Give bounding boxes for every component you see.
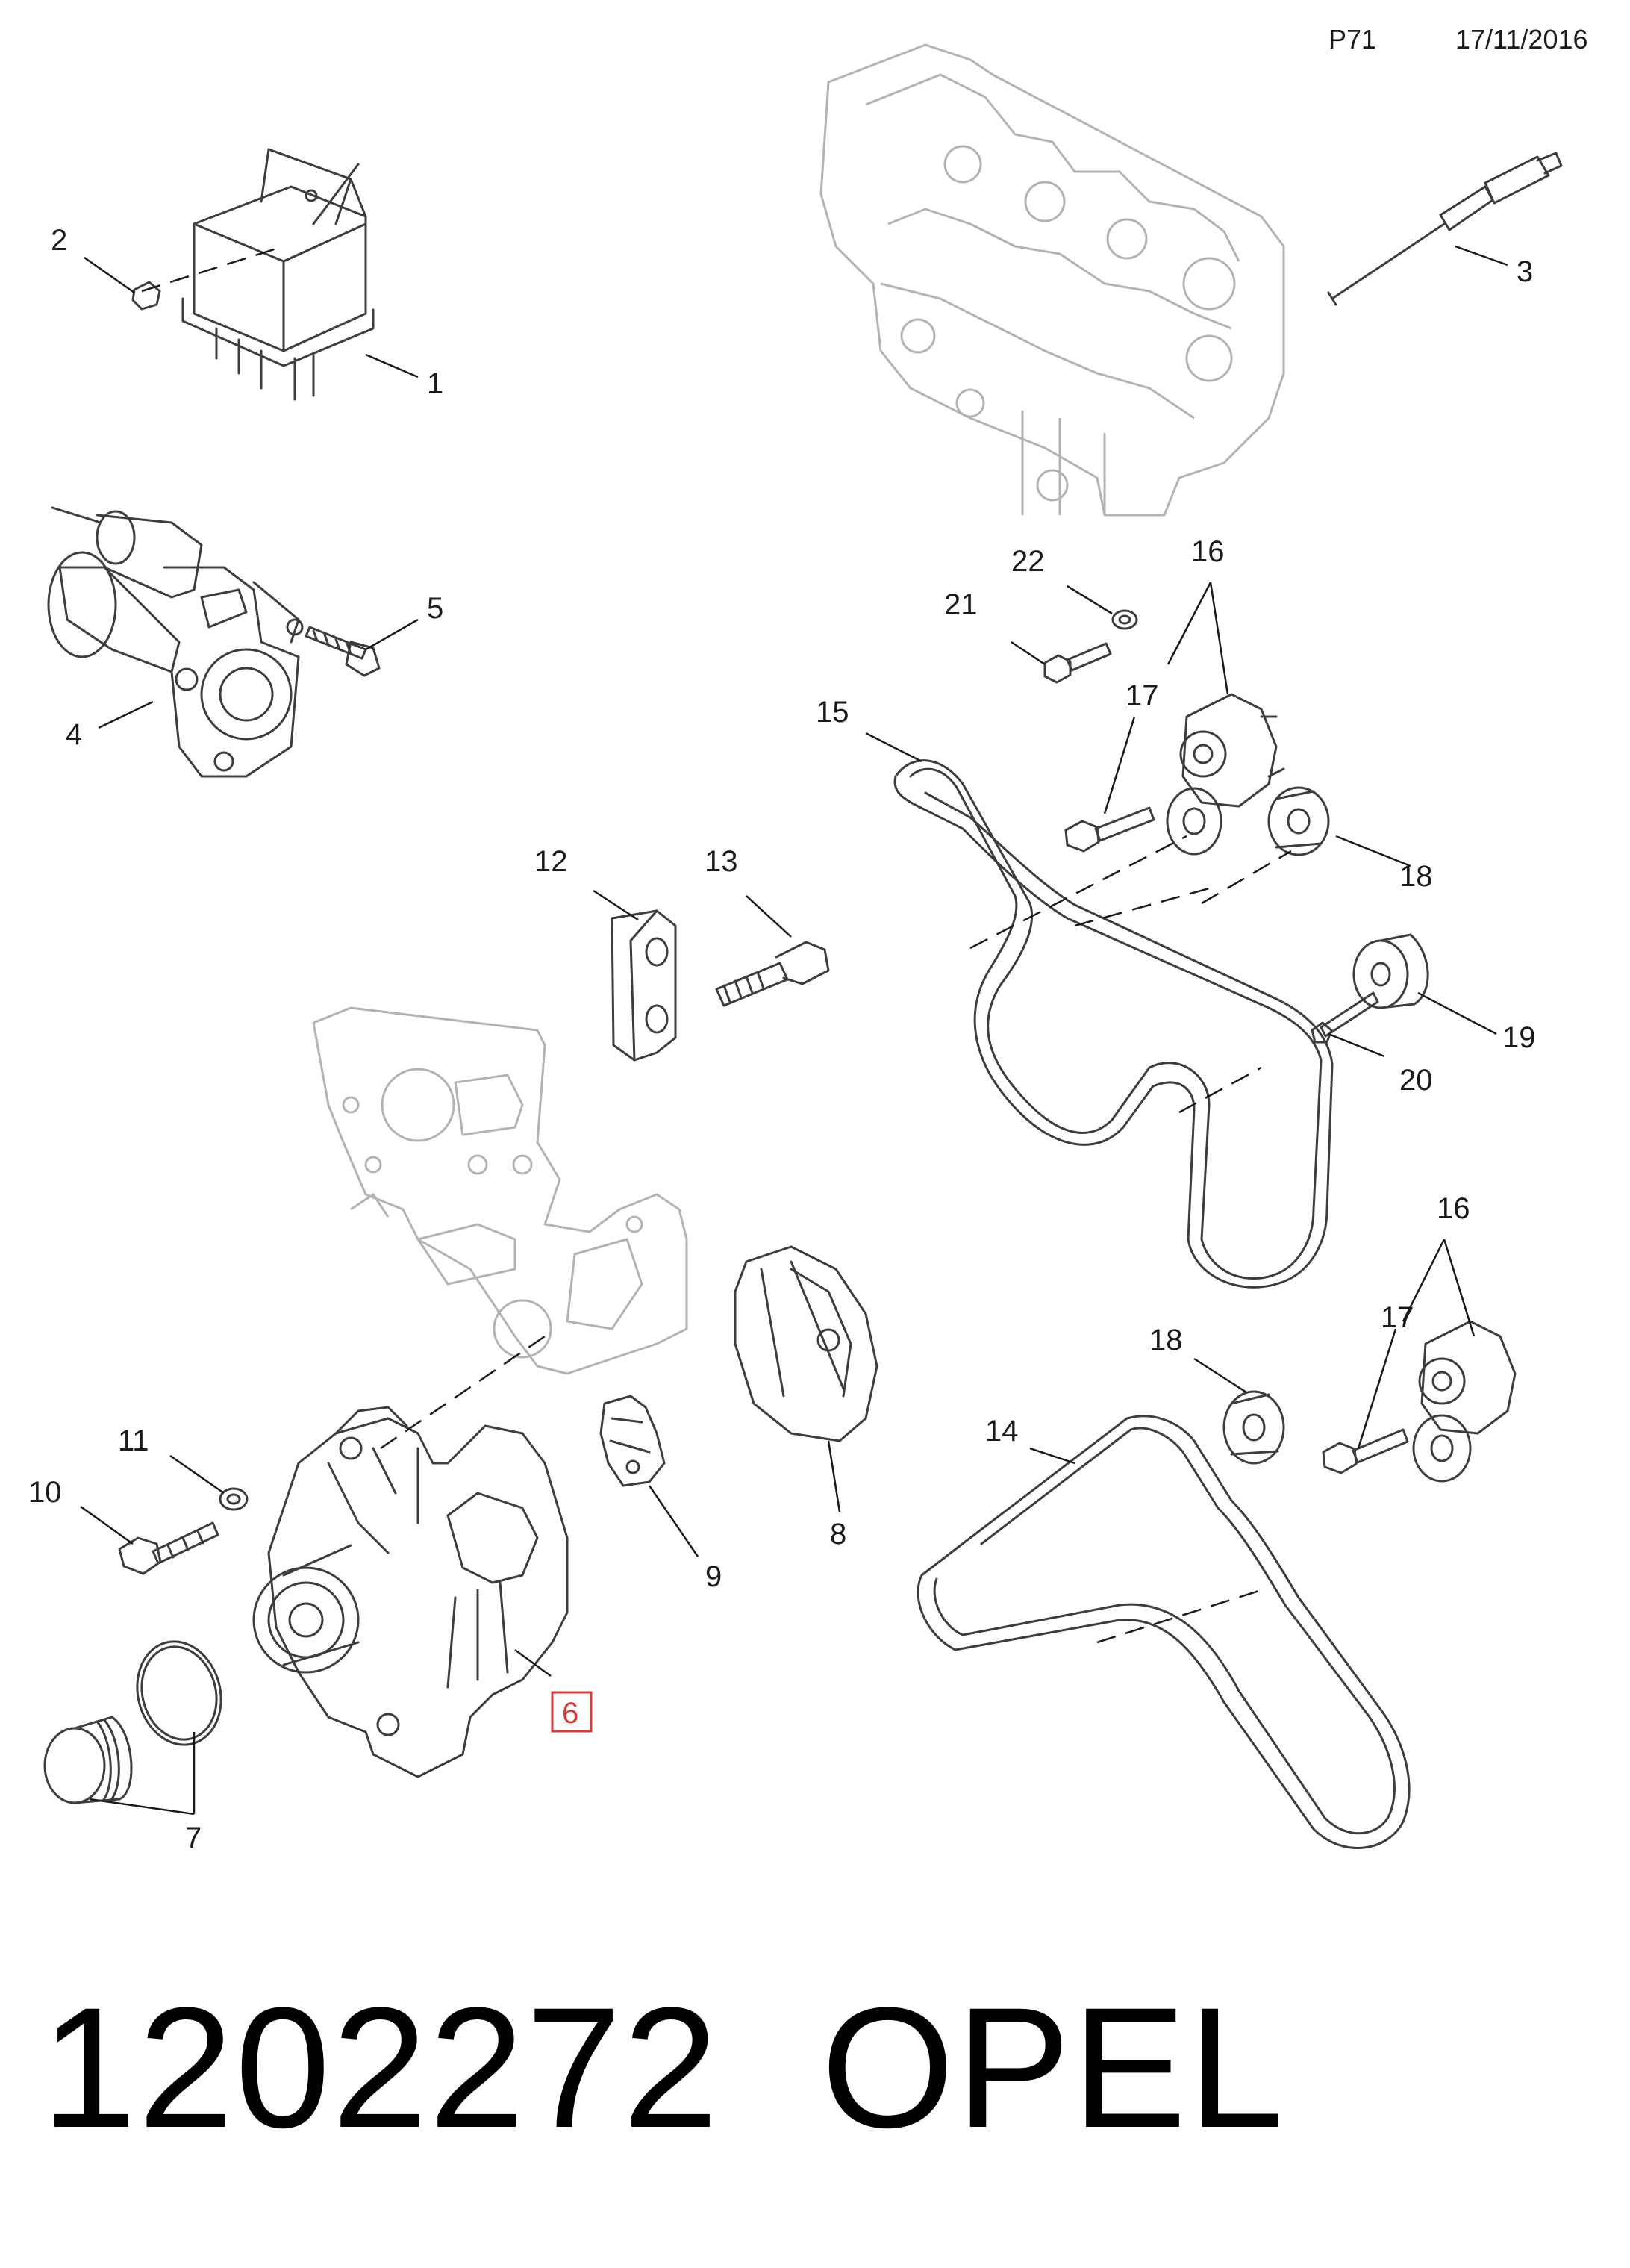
callout-8: 8 bbox=[830, 1518, 846, 1551]
assembly-center-lines bbox=[141, 245, 1292, 1644]
callout-22: 22 bbox=[1011, 545, 1045, 578]
callout-17-lower: 17 bbox=[1381, 1301, 1414, 1334]
callout-17-upper: 17 bbox=[1125, 679, 1159, 712]
callout-7: 7 bbox=[185, 1822, 202, 1854]
diagram-date: 17/11/2016 bbox=[1455, 24, 1588, 54]
starter-motor-illustration bbox=[47, 506, 304, 778]
callout-20: 20 bbox=[1399, 1064, 1433, 1097]
callout-1: 1 bbox=[427, 367, 443, 400]
brand-name: OPEL bbox=[821, 1972, 1285, 2163]
callout-19: 19 bbox=[1502, 1021, 1536, 1054]
alternator-bracket-illustration bbox=[312, 1006, 688, 1375]
ribbed-belt-lower-illustration bbox=[917, 1415, 1411, 1849]
washer-illustration bbox=[219, 1487, 249, 1511]
callout-11: 11 bbox=[118, 1424, 149, 1457]
callout-2: 2 bbox=[51, 224, 67, 257]
tensioner-bolt-lower-illustration bbox=[1322, 1428, 1409, 1474]
glow-plug-illustration bbox=[1327, 152, 1563, 306]
callout-12: 12 bbox=[534, 845, 568, 878]
tensioner-bolt-upper-illustration bbox=[1064, 806, 1155, 853]
callout-labels: 1 2 3 4 5 6 7 8 9 10 11 12 13 14 15 16 1… bbox=[28, 224, 1536, 1854]
callout-18-upper: 18 bbox=[1399, 860, 1433, 893]
callout-13: 13 bbox=[705, 845, 738, 878]
relay-illustration bbox=[131, 148, 375, 401]
callout-leader-lines bbox=[80, 245, 1508, 1816]
washer-22-illustration bbox=[1111, 609, 1138, 630]
ribbed-belt-upper-illustration bbox=[893, 759, 1334, 1289]
idler-pulley-upper-illustration bbox=[1267, 786, 1330, 856]
seal-ring-illustration bbox=[136, 1640, 222, 1746]
belt-tensioner-lower-illustration bbox=[1412, 1320, 1517, 1483]
callout-18-lower: 18 bbox=[1149, 1324, 1183, 1356]
bolt-21-illustration bbox=[1043, 642, 1112, 684]
callout-3: 3 bbox=[1517, 255, 1533, 288]
diagram-code: P71 bbox=[1328, 24, 1377, 54]
callout-16-lower: 16 bbox=[1437, 1192, 1470, 1225]
rear-cover-illustration bbox=[734, 1245, 878, 1442]
callout-6: 6 bbox=[562, 1697, 578, 1730]
bolt-illustration bbox=[305, 626, 381, 677]
callout-10: 10 bbox=[28, 1476, 62, 1509]
callout-21: 21 bbox=[944, 588, 978, 621]
callout-15: 15 bbox=[816, 696, 849, 729]
bracket-bolt-illustration bbox=[715, 941, 830, 1007]
spacer-plate-illustration bbox=[611, 909, 677, 1062]
idler-pulley-19-illustration bbox=[1352, 933, 1429, 1009]
callout-5: 5 bbox=[427, 592, 443, 625]
callout-9: 9 bbox=[705, 1560, 722, 1593]
callout-14: 14 bbox=[985, 1415, 1019, 1448]
pulley-illustration bbox=[43, 1716, 133, 1804]
idler-pulley-lower-illustration bbox=[1222, 1390, 1285, 1465]
idler-bolt-20-illustration bbox=[1311, 991, 1379, 1044]
alternator-illustration bbox=[252, 1406, 569, 1778]
voltage-regulator-illustration bbox=[599, 1395, 666, 1487]
highlight-box bbox=[551, 1691, 593, 1733]
part-number: 1202272 bbox=[41, 1972, 720, 2163]
alternator-bolt-illustration bbox=[118, 1521, 219, 1575]
cylinder-head-illustration bbox=[819, 43, 1285, 517]
belt-tensioner-upper-illustration bbox=[1166, 693, 1285, 856]
callout-4: 4 bbox=[66, 718, 82, 751]
callout-16-upper: 16 bbox=[1191, 535, 1225, 568]
